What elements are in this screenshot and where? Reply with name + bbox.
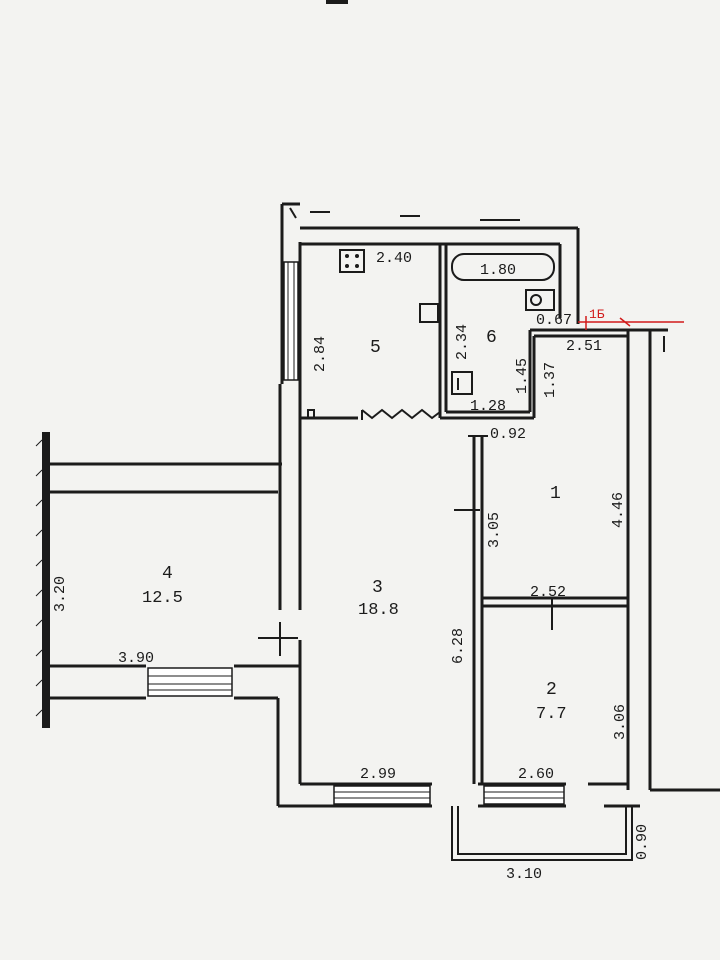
dim-room1-height: 3.05 (486, 512, 503, 548)
dim-bath-bottom: 1.28 (470, 398, 506, 415)
kitchen-sink-icon (419, 303, 439, 323)
room-5-number: 5 (370, 338, 381, 358)
dimension-labels: 2.40 1.80 2.84 2.34 1.45 1.37 1.28 0.92 … (52, 250, 651, 883)
scan-artifacts (289, 0, 520, 221)
walls (35, 202, 720, 861)
room-2-area: 7.7 (536, 705, 567, 724)
dim-room4-height: 3.20 (52, 576, 69, 612)
dim-balcony-width: 3.10 (506, 866, 542, 883)
red-marker: 1Б (578, 307, 684, 330)
room3-window (333, 785, 431, 805)
dim-room2-top: 2.52 (530, 584, 566, 601)
dim-corridor-b: 1.37 (542, 362, 559, 398)
dim-vestibule-small: 0.67 (536, 312, 572, 329)
dim-room2-bottom: 2.60 (518, 766, 554, 783)
room2-window (483, 785, 565, 805)
room-6-number: 6 (486, 328, 497, 348)
room-4-area: 12.5 (142, 589, 183, 608)
bathtub-icon (451, 253, 555, 281)
room-3-number: 3 (372, 578, 383, 598)
room-2-number: 2 (546, 680, 557, 700)
stove-icon (339, 249, 365, 273)
dim-bath-width: 1.80 (480, 262, 516, 279)
dim-kitchen-depth: 2.84 (312, 336, 329, 372)
dim-vestibule-width: 2.51 (566, 338, 602, 355)
dim-bath-depth: 2.34 (454, 324, 471, 360)
left-outer-wall (42, 432, 50, 728)
dim-room3-bottom: 2.99 (360, 766, 396, 783)
room-labels: 1 2 7.7 3 18.8 4 12.5 5 6 (142, 328, 567, 724)
room-3-area: 18.8 (358, 601, 399, 620)
washbasin-icon (525, 289, 555, 311)
dim-room2-right: 3.06 (612, 704, 629, 740)
kitchen-window (283, 261, 299, 381)
dim-room4-width: 3.90 (118, 650, 154, 667)
dim-room3-height: 6.28 (450, 628, 467, 664)
balcony (451, 806, 633, 861)
toilet-icon (451, 371, 473, 395)
room-4-number: 4 (162, 564, 173, 584)
room-1-number: 1 (550, 484, 561, 504)
dim-balcony-depth: 0.90 (634, 824, 651, 860)
red-marker-label: 1Б (589, 307, 605, 322)
dim-kitchen-width: 2.40 (376, 250, 412, 267)
dim-room1-right: 4.46 (610, 492, 627, 528)
room4-window (147, 667, 233, 697)
dim-corridor-a: 1.45 (514, 358, 531, 394)
dim-door-gap: 0.92 (490, 426, 526, 443)
fixtures (258, 249, 555, 656)
